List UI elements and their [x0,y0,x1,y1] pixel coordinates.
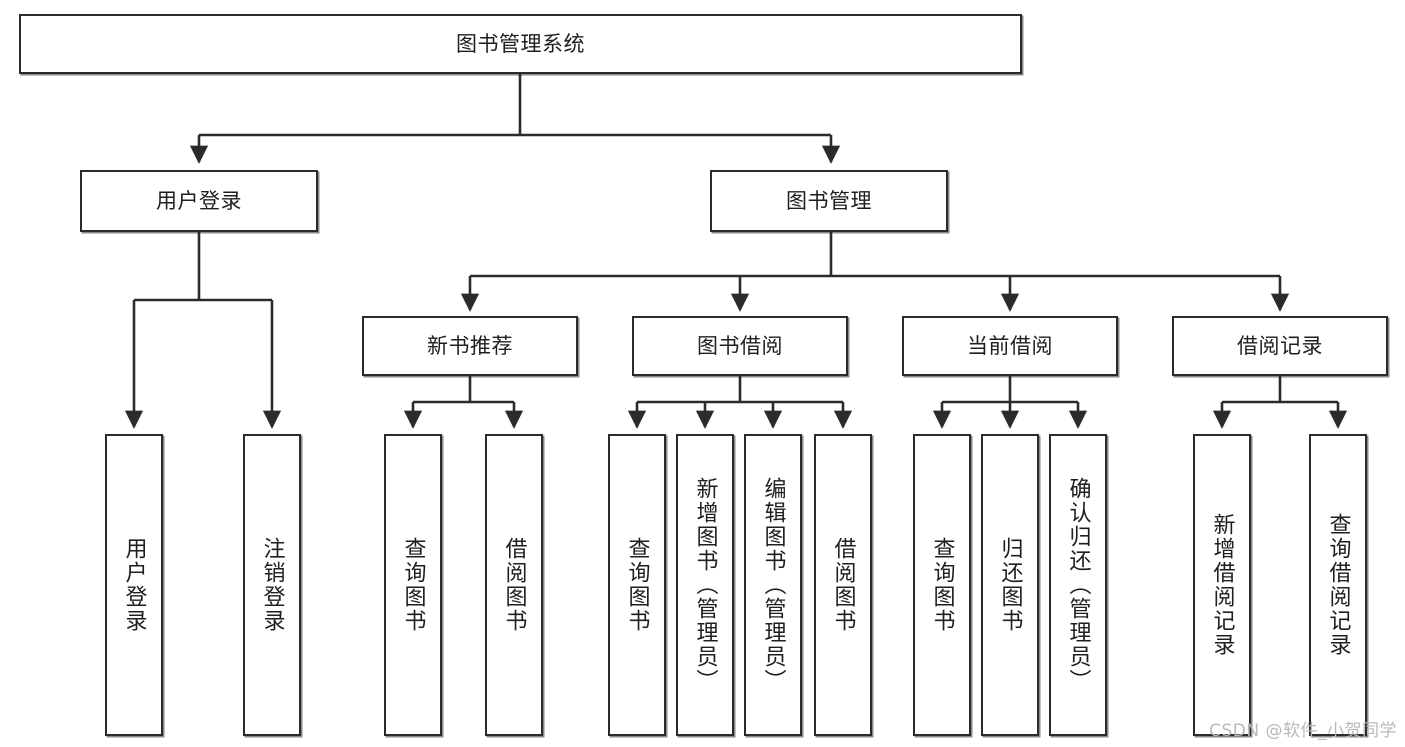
node-label: 注销登录 [259,537,285,633]
node-label: 借阅图书 [830,537,856,633]
leaf-borrow-book-recommend[interactable]: 借阅图书 [485,434,543,736]
node-root-system[interactable]: 图书管理系统 [19,14,1022,74]
leaf-borrow-book[interactable]: 借阅图书 [814,434,872,736]
leaf-return-book[interactable]: 归还图书 [981,434,1039,736]
node-label: 当前借阅 [967,333,1053,358]
leaf-query-borrow-record[interactable]: 查询借阅记录 [1309,434,1367,736]
node-label: 编辑图书（管理员） [760,477,786,693]
node-label: 借阅记录 [1237,333,1323,358]
node-label: 图书管理 [786,188,872,213]
node-label: 图书管理系统 [456,31,585,56]
node-label: 新增借阅记录 [1209,513,1235,657]
leaf-query-book-borrow[interactable]: 查询图书 [608,434,666,736]
node-new-book-recommend[interactable]: 新书推荐 [362,316,578,376]
node-user-login[interactable]: 用户登录 [80,170,318,232]
leaf-user-login[interactable]: 用户登录 [105,434,163,736]
leaf-add-book-admin[interactable]: 新增图书（管理员） [676,434,734,736]
node-current-borrow[interactable]: 当前借阅 [902,316,1118,376]
node-label: 查询图书 [929,537,955,633]
leaf-query-book-recommend[interactable]: 查询图书 [384,434,442,736]
node-label: 借阅图书 [501,537,527,633]
watermark: CSDN @软件_小贺同学 [1209,721,1397,741]
leaf-logout[interactable]: 注销登录 [243,434,301,736]
node-label: 新增图书（管理员） [692,477,718,693]
node-book-borrow[interactable]: 图书借阅 [632,316,848,376]
node-label: 图书借阅 [697,333,783,358]
leaf-confirm-return-admin[interactable]: 确认归还（管理员） [1049,434,1107,736]
leaf-query-book-current[interactable]: 查询图书 [913,434,971,736]
node-label: 新书推荐 [427,333,513,358]
leaf-edit-book-admin[interactable]: 编辑图书（管理员） [744,434,802,736]
node-book-management[interactable]: 图书管理 [710,170,948,232]
node-label: 归还图书 [997,537,1023,633]
node-label: 确认归还（管理员） [1065,477,1091,693]
node-borrow-records[interactable]: 借阅记录 [1172,316,1388,376]
node-label: 用户登录 [121,537,147,633]
node-label: 用户登录 [156,188,242,213]
leaf-add-borrow-record[interactable]: 新增借阅记录 [1193,434,1251,736]
node-label: 查询图书 [624,537,650,633]
node-label: 查询借阅记录 [1325,513,1351,657]
node-label: 查询图书 [400,537,426,633]
